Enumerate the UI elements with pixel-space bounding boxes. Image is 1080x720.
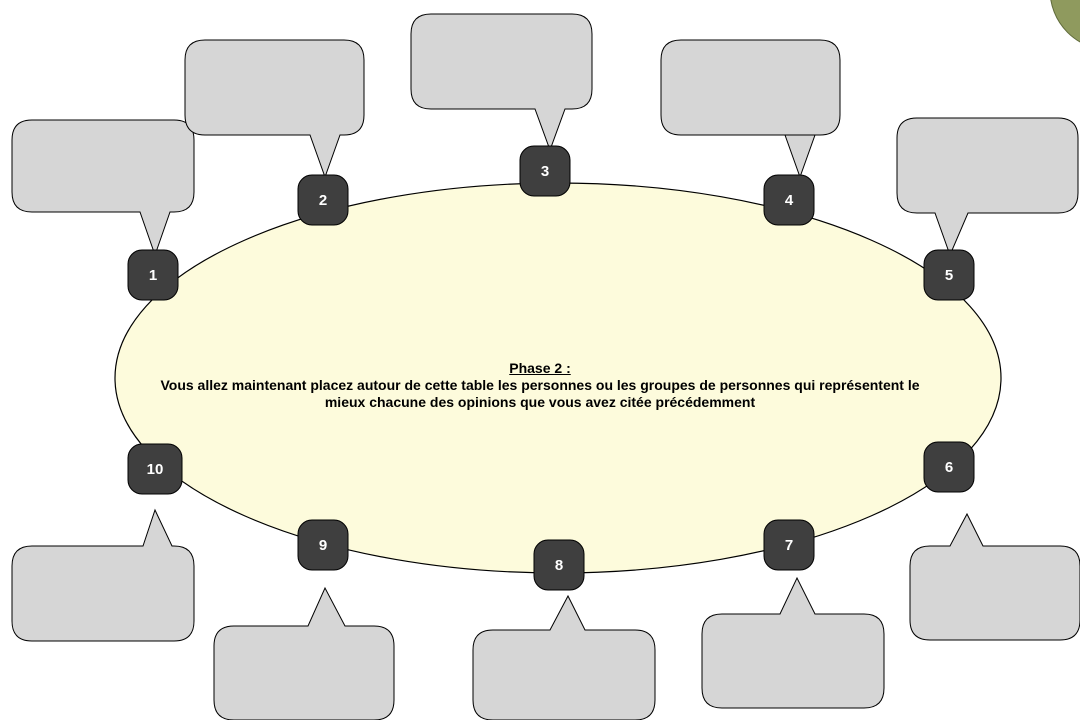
seat-number: 9 <box>319 537 327 554</box>
speech-bubble-1[interactable] <box>11 119 195 257</box>
seat-number: 4 <box>785 192 794 209</box>
speech-bubble-4[interactable] <box>660 39 841 179</box>
seat-number: 10 <box>147 461 164 478</box>
seat-9[interactable]: 9 <box>297 519 349 571</box>
seat-number: 5 <box>945 267 953 284</box>
speech-bubble-10[interactable] <box>11 508 195 642</box>
seat-10[interactable]: 10 <box>127 443 183 495</box>
seat-number: 2 <box>319 192 327 209</box>
speech-bubble-2[interactable] <box>184 39 365 179</box>
table-instruction: Phase 2 : Vous allez maintenant placez a… <box>140 360 940 411</box>
corner-decoration-circle <box>1050 0 1080 43</box>
seat-3[interactable]: 3 <box>519 145 571 197</box>
phase-title: Phase 2 : <box>509 360 571 376</box>
seat-5[interactable]: 5 <box>923 249 975 301</box>
seat-number: 3 <box>541 163 549 180</box>
speech-bubble-8[interactable] <box>472 594 656 720</box>
seat-number: 1 <box>149 267 157 284</box>
seat-8[interactable]: 8 <box>533 539 585 591</box>
speech-bubble-7[interactable] <box>701 576 885 709</box>
speech-bubble-6[interactable] <box>909 512 1080 641</box>
seat-4[interactable]: 4 <box>763 174 815 226</box>
seat-7[interactable]: 7 <box>763 519 815 571</box>
seat-number: 6 <box>945 459 953 476</box>
seat-number: 7 <box>785 537 793 554</box>
seat-number: 8 <box>555 557 563 574</box>
speech-bubble-3[interactable] <box>410 13 593 152</box>
phase-instruction: Vous allez maintenant placez autour de c… <box>160 377 920 410</box>
seat-1[interactable]: 1 <box>127 249 179 301</box>
seat-2[interactable]: 2 <box>297 174 349 226</box>
speech-bubble-9[interactable] <box>213 586 395 720</box>
speech-bubble-5[interactable] <box>896 117 1079 257</box>
seat-6[interactable]: 6 <box>923 441 975 493</box>
